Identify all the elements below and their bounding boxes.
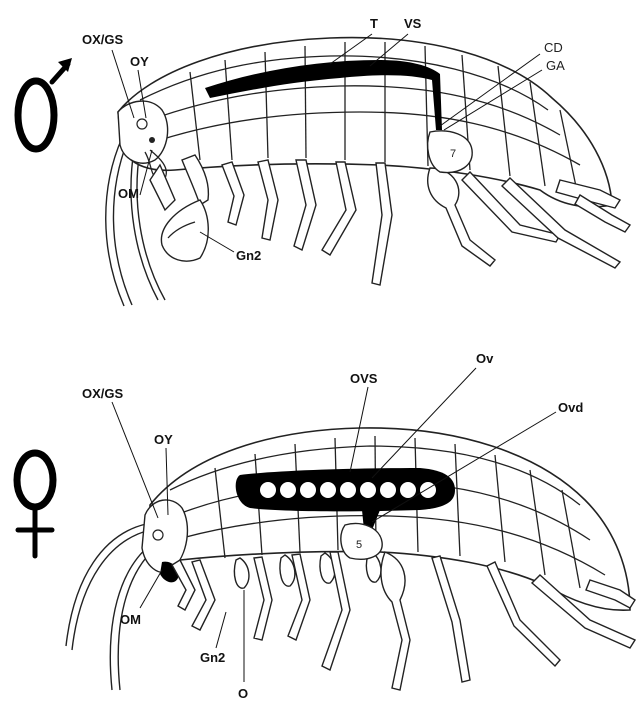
- female-label-gn2: Gn2: [200, 650, 225, 665]
- female-gnathopods: [172, 560, 215, 630]
- male-label-cd: CD: [544, 40, 563, 55]
- female-label-o: O: [238, 686, 248, 701]
- female-label-om: OM: [120, 612, 141, 627]
- male-label-om: OM: [118, 186, 139, 201]
- female-label-oy: OY: [154, 432, 173, 447]
- male-urosome: [556, 180, 630, 232]
- male-symbol-icon: [18, 58, 72, 149]
- female-panel: 5 OX/GS OY OVS Ov Ovd OM Gn2 O: [17, 351, 635, 701]
- male-panel: 7 OX/GS OY T VS CD GA OM Gn2: [18, 16, 630, 306]
- female-label-ov: Ov: [476, 351, 494, 366]
- male-label-ga: GA: [546, 58, 565, 73]
- female-segment-5-label: 5: [356, 539, 362, 551]
- male-label-ox-gs: OX/GS: [82, 32, 124, 47]
- male-gnathopods: [150, 155, 208, 261]
- female-label-ovd: Ovd: [558, 400, 583, 415]
- male-label-vs: VS: [404, 16, 422, 31]
- female-oocytes: [260, 482, 436, 498]
- male-label-oy: OY: [130, 54, 149, 69]
- female-label-ovs: OVS: [350, 371, 378, 386]
- male-label-t: T: [370, 16, 378, 31]
- female-symbol-icon: [17, 453, 53, 556]
- male-segment-7-label: 7: [450, 148, 456, 160]
- female-label-ox-gs: OX/GS: [82, 386, 124, 401]
- male-label-gn2: Gn2: [236, 248, 261, 263]
